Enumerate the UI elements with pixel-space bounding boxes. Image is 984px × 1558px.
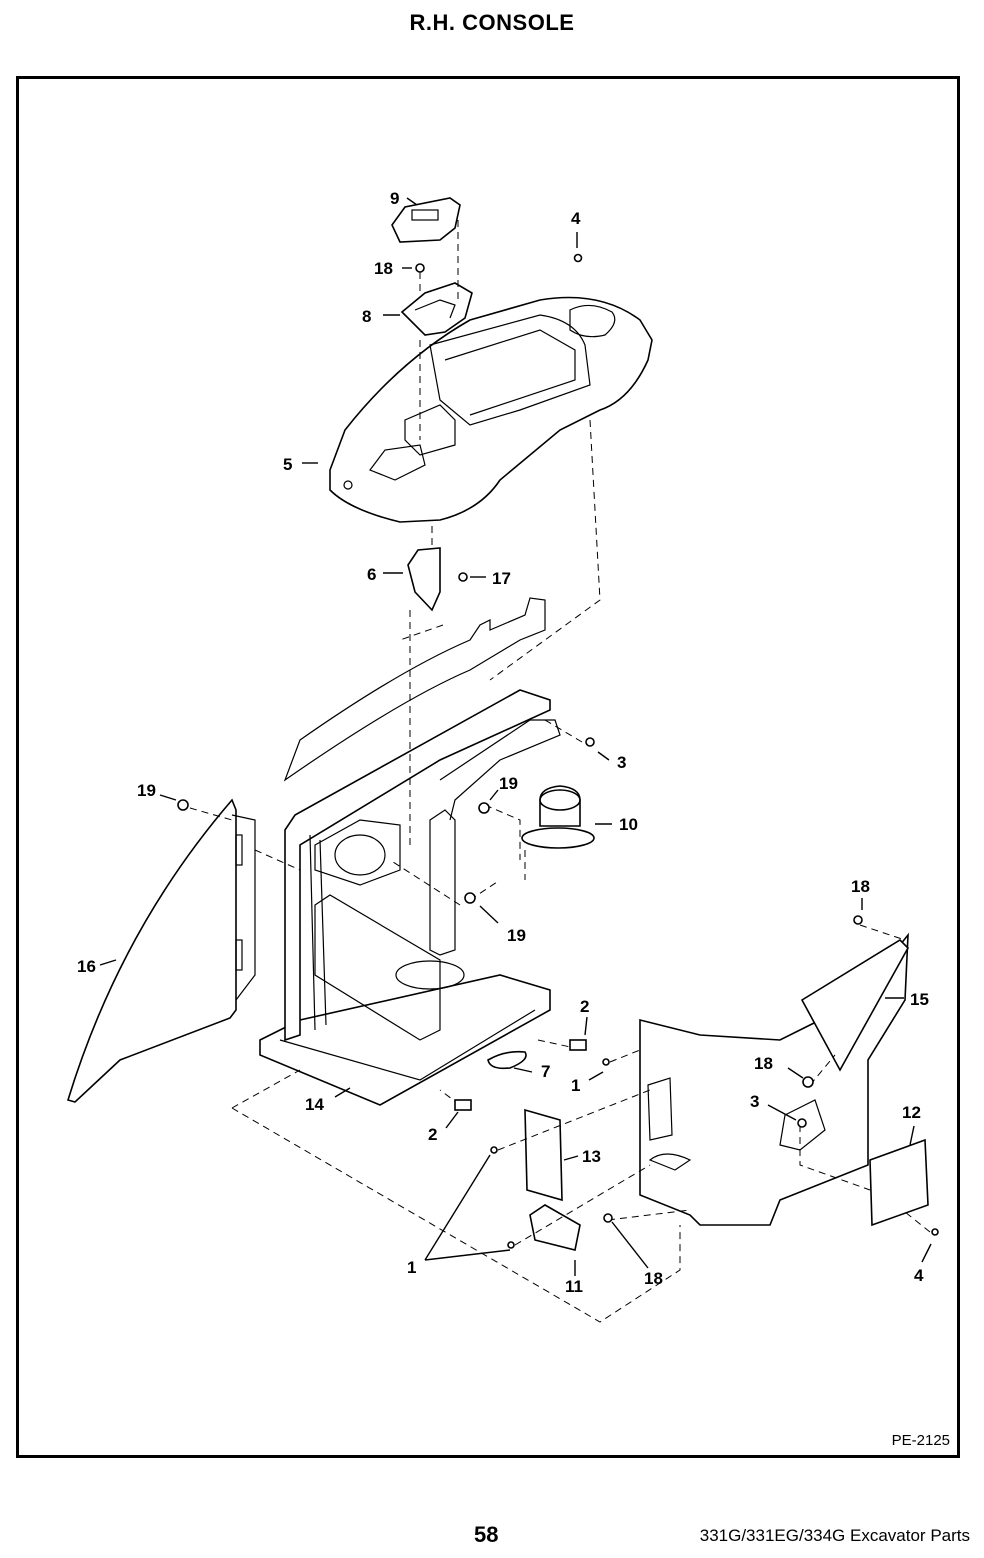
right-side-cover (639, 932, 909, 1226)
leader-lines (99, 197, 932, 1276)
callout-13: 13 (582, 1147, 601, 1166)
callout-8: 8 (362, 307, 371, 326)
cover-cup (521, 785, 595, 849)
callout-5: 5 (283, 455, 292, 474)
console-housing (329, 296, 653, 523)
callout-16: 16 (77, 957, 96, 976)
side-panel (66, 798, 256, 1103)
grommet (487, 1050, 527, 1070)
callout-19: 19 (499, 774, 518, 793)
figure-code: PE-2125 (891, 1432, 950, 1449)
callout-3: 3 (617, 753, 626, 772)
callout-19: 19 (137, 781, 156, 800)
plate-12 (869, 1138, 929, 1227)
footer-text: 331G/331EG/334G Excavator Parts (699, 1526, 970, 1545)
handle-cap (391, 197, 461, 243)
callout-2: 2 (580, 997, 589, 1016)
callout-labels: 9 4 18 8 5 6 17 3 19 19 10 19 18 16 15 2… (77, 189, 929, 1296)
callout-4: 4 (571, 209, 581, 228)
callout-1: 1 (407, 1258, 416, 1277)
callout-3: 3 (750, 1092, 759, 1111)
callout-17: 17 (492, 569, 511, 588)
page-title: R.H. CONSOLE (409, 10, 575, 35)
callout-18: 18 (754, 1054, 773, 1073)
callout-19: 19 (507, 926, 526, 945)
assembly-lines (189, 220, 931, 1323)
plate-11 (529, 1204, 581, 1251)
callout-4: 4 (914, 1266, 924, 1285)
callout-18: 18 (851, 877, 870, 896)
handle-base (400, 282, 473, 336)
callout-18: 18 (644, 1269, 663, 1288)
callout-9: 9 (390, 189, 399, 208)
callout-6: 6 (367, 565, 376, 584)
callout-15: 15 (910, 990, 929, 1009)
callout-10: 10 (619, 815, 638, 834)
callout-18: 18 (374, 259, 393, 278)
plate-13 (524, 1108, 563, 1202)
diagram-frame (16, 76, 960, 1458)
bracket (407, 547, 441, 612)
callout-12: 12 (902, 1103, 921, 1122)
callout-11: 11 (565, 1277, 583, 1296)
base-frame (259, 597, 561, 1106)
hardware (177, 253, 939, 1249)
callout-2: 2 (428, 1125, 437, 1144)
callout-7: 7 (541, 1062, 550, 1081)
callout-14: 14 (305, 1095, 324, 1114)
page-number: 58 (474, 1522, 499, 1547)
callout-1: 1 (571, 1076, 580, 1095)
